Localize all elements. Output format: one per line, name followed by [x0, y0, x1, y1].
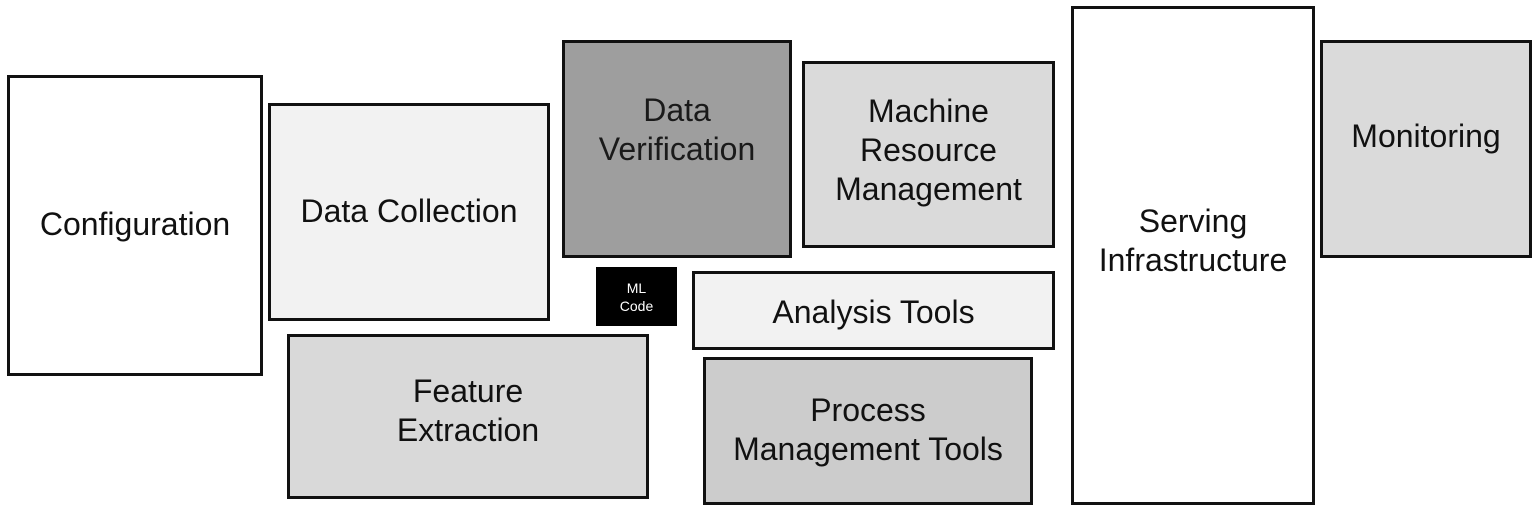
configuration-label: Configuration: [39, 206, 231, 242]
ml-code-box: ML Code: [596, 267, 677, 326]
data-collection-label: Data Collection: [300, 192, 518, 229]
serving-infrastructure-label: Serving Infrastructure: [1098, 202, 1288, 278]
monitoring-label: Monitoring: [1351, 117, 1501, 154]
analysis-tools-label: Analysis Tools: [772, 294, 975, 330]
machine-resource-management-label: Machine Resource Management: [835, 93, 1022, 207]
process-management-tools-box: Process Management Tools: [703, 357, 1033, 505]
analysis-tools-box: Analysis Tools: [692, 271, 1055, 350]
process-management-tools-label: Process Management Tools: [733, 392, 1003, 467]
data-verification-label: Data Verification: [598, 92, 756, 167]
serving-infrastructure-box: Serving Infrastructure: [1071, 6, 1315, 505]
ml-code-label: ML Code: [619, 279, 654, 314]
data-verification-box: Data Verification: [562, 40, 792, 258]
monitoring-box: Monitoring: [1320, 40, 1532, 258]
data-collection-box: Data Collection: [268, 103, 550, 321]
configuration-box: Configuration: [7, 75, 263, 376]
machine-resource-management-box: Machine Resource Management: [802, 61, 1055, 248]
feature-extraction-box: Feature Extraction: [287, 334, 649, 499]
feature-extraction-label: Feature Extraction: [396, 372, 540, 448]
